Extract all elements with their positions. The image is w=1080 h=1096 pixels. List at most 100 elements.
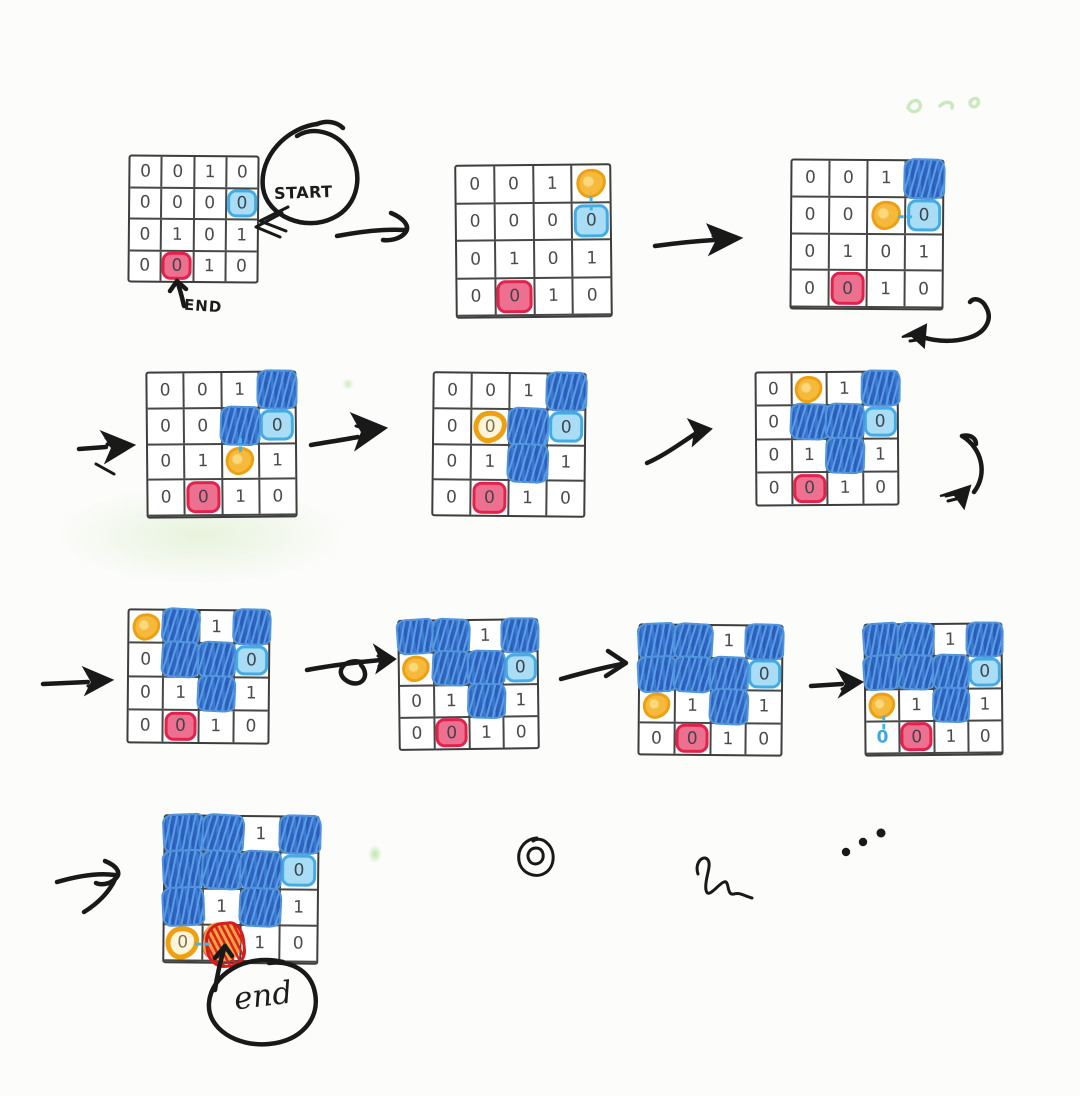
grid-cell-r0c1: 0 — [199, 812, 245, 856]
cell-value: 1 — [521, 488, 533, 509]
cell-value: 1 — [245, 683, 257, 704]
visited-scribble — [672, 621, 715, 661]
grid-cell-r3c3: 0 — [505, 717, 538, 748]
visited-scribble — [930, 653, 971, 691]
cell-value: 0 — [586, 285, 598, 306]
grid-cell-r1c1: 0 — [160, 639, 202, 680]
cell-value: 0 — [139, 192, 151, 213]
cell-value: 1 — [547, 285, 559, 307]
grid-cell-r1c0: 0 — [147, 409, 186, 444]
arrow-step7-to-step8 — [304, 643, 397, 686]
start-cell-marker: 0 — [504, 653, 537, 683]
grid-cell-r3c1: 0 — [900, 721, 936, 753]
grid-cell-r0c1: 0 — [830, 160, 869, 196]
end-cell-marker: 0 — [793, 473, 827, 504]
cell-value: 0 — [804, 241, 816, 262]
grid-cell-r2c0: 0 — [400, 685, 436, 717]
cell-value: 1 — [758, 696, 770, 717]
visited-scribble — [902, 157, 946, 200]
grid-cell-r1c0: 0 — [129, 643, 165, 676]
cell-value: 0 — [880, 241, 892, 263]
green-scribble-topright — [906, 96, 981, 114]
grid-cell-r2c3: 1 — [280, 890, 317, 925]
explore-connector-dash — [238, 437, 242, 452]
cell-value: 0 — [139, 224, 151, 245]
visited-scribble — [896, 653, 937, 692]
cell-value: 0 — [767, 378, 779, 400]
grid-cell-r3c3: 0 — [574, 278, 611, 314]
grid-cell-r1c1: 0 — [162, 188, 195, 219]
circled-zero-doodle — [517, 836, 555, 877]
grid-cell-r1c3: 0 — [863, 406, 897, 437]
grid-cell-r1c3: 0 — [281, 854, 318, 889]
grid-cell-r3c3: 0 — [260, 480, 296, 514]
cell-value: 1 — [944, 629, 956, 651]
arrow-step8-to-step9 — [558, 648, 629, 682]
cell-value: 1 — [480, 722, 492, 743]
visited-scribble — [277, 814, 322, 856]
grid-cell-r3c3: 0 — [747, 724, 781, 755]
grid-cell-r3c2: 1 — [934, 721, 970, 752]
grid-cell-r3c1: 0 — [792, 472, 829, 505]
grid-cell-r3c0: 0 — [128, 710, 164, 742]
grid-cell-r1c0: 0 — [861, 653, 903, 693]
end-cell-marker: 0 — [675, 723, 709, 754]
end-script-ellipse — [206, 957, 319, 1047]
grid-cell-r1c3: 0 — [968, 657, 1001, 688]
cell-value: 0 — [469, 211, 481, 232]
grid-cell-r1c3: 0 — [548, 410, 584, 444]
grid-cell-r1c1: 0 — [788, 402, 830, 442]
arrow-step3-wrap-down — [901, 297, 991, 350]
cell-value: 1 — [255, 824, 267, 845]
end-pointer-arrow — [167, 278, 189, 309]
cell-value: 1 — [211, 616, 223, 637]
visited-scribble — [788, 402, 830, 442]
grid-cell-r3c2: 1 — [509, 481, 548, 516]
visited-scribble — [395, 617, 437, 657]
cell-value: 0 — [979, 661, 991, 682]
grid-cell-r3c0: 0 — [639, 722, 676, 754]
cell-value: 1 — [880, 278, 892, 299]
start-cell-marker: 0 — [747, 659, 781, 689]
cell-value: 0 — [804, 478, 816, 499]
cell-value: 0 — [139, 255, 151, 276]
grid-cell-r1c1: 0 — [184, 408, 223, 443]
cell-value: 1 — [910, 694, 923, 715]
visited-scribble — [859, 369, 900, 408]
grid-cell-r2c1: 1 — [203, 889, 242, 924]
grid-cell-r1c2: 0 — [195, 640, 237, 680]
explore-connector-dash — [589, 195, 593, 210]
grid-cell-r3c3: 0 — [547, 482, 583, 516]
grid-cell-r3c2: 1 — [828, 472, 864, 504]
start-cell-marker: 0 — [863, 406, 897, 437]
current-explore-marker — [129, 610, 163, 642]
cell-value: 1 — [874, 444, 886, 465]
end-cell-marker: 0 — [471, 481, 507, 514]
end-cell-marker: 0 — [435, 718, 468, 748]
cell-value: 1 — [508, 248, 520, 270]
grid-cell-r3c1: 0 — [829, 270, 868, 307]
cell-value: 0 — [196, 379, 208, 401]
grid-cell-r2c3: 1 — [747, 691, 781, 722]
cell-value: 0 — [139, 715, 151, 736]
grid-cell-r3c1: 0 — [163, 710, 200, 743]
start-pointer-chevron — [254, 205, 290, 239]
cell-value: 0 — [470, 286, 482, 307]
grid-cell-r0c2: 1 — [199, 611, 236, 643]
